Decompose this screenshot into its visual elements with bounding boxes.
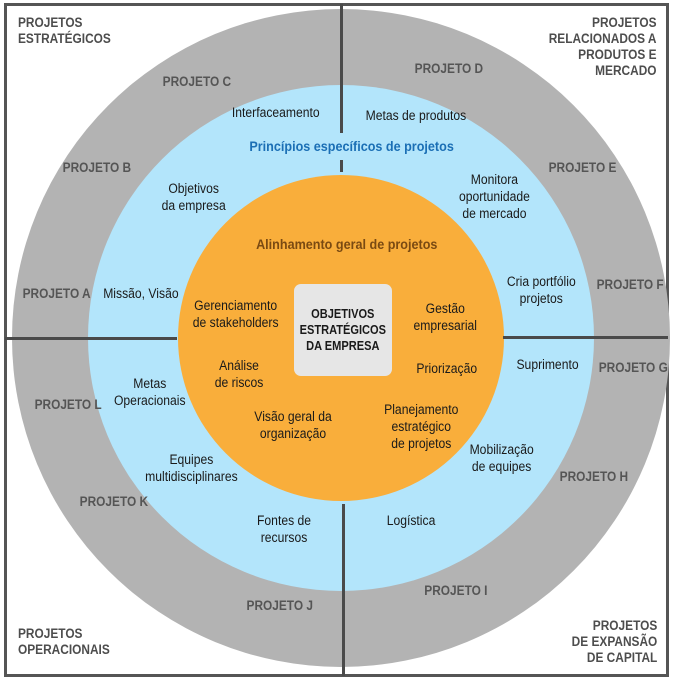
- label-line: PRODUTOS E: [578, 47, 657, 62]
- label-line: Equipes: [169, 452, 214, 467]
- center-objectives-box: OBJETIVOS ESTRATÉGICOS DA EMPRESA: [294, 284, 392, 376]
- principle-objetivos-empresa: Objetivos da empresa: [162, 180, 226, 214]
- label-line: multidisciplinares: [145, 469, 238, 484]
- label-line: Metas de produtos: [365, 108, 467, 123]
- label-line: empresarial: [413, 318, 478, 333]
- label-line: ESTRATÉGICOS: [299, 322, 387, 337]
- quadrant-label-products-market: PROJETOS RELACIONADOS A PRODUTOS E MERCA…: [549, 15, 657, 79]
- label-line: Priorização: [416, 361, 478, 376]
- label-line: de mercado: [462, 206, 527, 221]
- label-line: de equipes: [471, 459, 532, 474]
- label-line: de riscos: [214, 375, 264, 390]
- project-f: PROJETO F: [596, 277, 664, 292]
- label-line: Metas: [133, 376, 167, 391]
- label-line: Monitora: [470, 172, 519, 187]
- label-line: organização: [259, 426, 327, 441]
- label-line: Visão geral da: [254, 409, 332, 424]
- label-line: OBJETIVOS: [311, 306, 375, 321]
- project-d: PROJETO D: [414, 61, 484, 76]
- project-j: PROJETO J: [246, 598, 313, 613]
- label-line: DE CAPITAL: [586, 650, 657, 665]
- label-line: PROJETOS: [592, 618, 657, 633]
- label-line: MERCADO: [595, 63, 657, 78]
- alignment-gestao-empresarial: Gestão empresarial: [414, 300, 477, 334]
- project-b: PROJETO B: [62, 160, 132, 175]
- project-i: PROJETO I: [424, 583, 488, 598]
- alignment-visao-geral: Visão geral da organização: [254, 408, 331, 442]
- label-line: PROJETOS: [592, 15, 657, 30]
- label-line: Planejamento: [384, 402, 459, 417]
- label-line: oportunidade: [458, 189, 530, 204]
- label-line: Suprimento: [516, 357, 579, 372]
- alignment-analise-riscos: Análise de riscos: [215, 357, 264, 391]
- label-line: OPERACIONAIS: [18, 642, 110, 657]
- label-line: RELACIONADOS A: [549, 31, 657, 46]
- label-line: DA EMPRESA: [306, 338, 380, 353]
- label-line: estratégico: [391, 419, 451, 434]
- project-g: PROJETO G: [598, 360, 668, 375]
- alignment-circle-title: Alinhamento geral de projetos: [256, 236, 438, 252]
- label-line: DE EXPANSÃO: [571, 634, 657, 649]
- quadrant-label-strategic: PROJETOS ESTRATÉGICOS: [18, 15, 111, 47]
- principle-cria-portfolio: Cria portfólio projetos: [507, 273, 576, 307]
- quadrant-label-capital-expansion: PROJETOS DE EXPANSÃO DE CAPITAL: [571, 618, 657, 666]
- label-line: Missão, Visão: [103, 286, 179, 301]
- alignment-stakeholders: Gerenciamento de stakeholders: [193, 297, 279, 331]
- principle-mobilizacao-equipes: Mobilização de equipes: [470, 441, 534, 475]
- principle-monitora-mercado: Monitora oportunidade de mercado: [459, 171, 530, 222]
- project-h: PROJETO H: [559, 469, 629, 484]
- label-line: PROJETOS: [18, 626, 83, 641]
- label-line: Objetivos: [168, 181, 219, 196]
- principle-equipes-multidisciplinares: Equipes multidisciplinares: [145, 451, 238, 485]
- label-line: Análise: [219, 358, 259, 373]
- project-k: PROJETO K: [79, 494, 149, 509]
- principle-suprimento: Suprimento: [516, 356, 578, 373]
- principles-ring-title: Princípios específicos de projetos: [249, 138, 454, 154]
- quadrant-label-operational: PROJETOS OPERACIONAIS: [18, 626, 110, 658]
- label-line: de projetos: [391, 436, 452, 451]
- alignment-priorizacao: Priorização: [416, 360, 477, 377]
- label-line: PROJETOS: [18, 15, 83, 30]
- project-a: PROJETO A: [22, 286, 91, 301]
- project-c: PROJETO C: [162, 74, 232, 89]
- principle-logistica: Logística: [387, 512, 436, 529]
- label-line: projetos: [519, 291, 563, 306]
- project-l: PROJETO L: [34, 397, 102, 412]
- label-line: da empresa: [161, 198, 226, 213]
- label-line: recursos: [260, 530, 308, 545]
- label-line: Gerenciamento: [194, 298, 278, 313]
- label-line: ESTRATÉGICOS: [18, 31, 111, 46]
- label-line: Logística: [386, 513, 436, 528]
- center-objectives-label: OBJETIVOS ESTRATÉGICOS DA EMPRESA: [300, 306, 386, 354]
- project-e: PROJETO E: [548, 160, 617, 175]
- alignment-planejamento: Planejamento estratégico de projetos: [384, 401, 458, 452]
- label-line: Fontes de: [257, 513, 312, 528]
- principle-interfaceamento: Interfaceamento: [232, 104, 320, 121]
- principle-metas-produtos: Metas de produtos: [366, 107, 467, 124]
- label-line: Gestão: [425, 301, 465, 316]
- principle-fontes-recursos: Fontes de recursos: [257, 512, 311, 546]
- label-line: Operacionais: [113, 393, 186, 408]
- label-line: de stakeholders: [192, 315, 279, 330]
- label-line: Cria portfólio: [506, 274, 576, 289]
- label-line: Mobilização: [469, 442, 534, 457]
- label-line: Interfaceamento: [231, 105, 320, 120]
- principle-missao-visao: Missão, Visão: [103, 285, 178, 302]
- principle-metas-operacionais: Metas Operacionais: [114, 375, 186, 409]
